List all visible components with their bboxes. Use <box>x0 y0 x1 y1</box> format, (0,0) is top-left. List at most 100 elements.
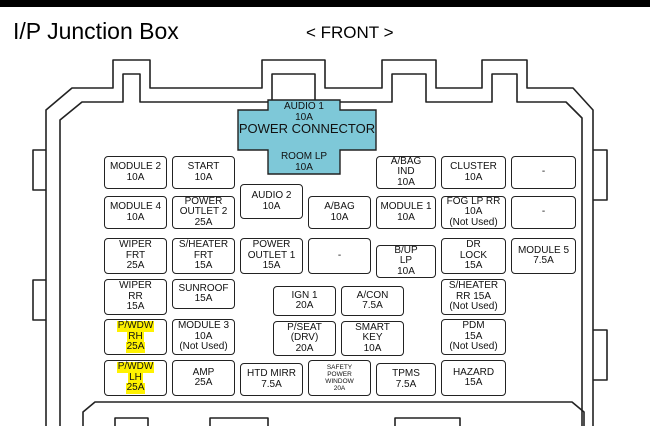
fuse-label-line: CLUSTER <box>450 161 497 172</box>
fuse-label-line: 10A <box>126 171 145 183</box>
fuse-label-line: 10A <box>194 171 213 183</box>
fuse-label-line: LOCK <box>459 249 488 261</box>
fuse-label-line: - <box>541 206 546 218</box>
fuse-label-line: 15A <box>262 260 281 272</box>
fuse-label-line: POWER <box>184 196 223 207</box>
fuse-label-line: FOG LP RR <box>446 196 501 207</box>
fuse-label-line: 15A <box>194 260 213 272</box>
fuse-blank-3: - <box>308 238 371 274</box>
fuse-label-line: AUDIO 2 <box>251 190 292 201</box>
fuse-label-line: KEY <box>362 332 383 344</box>
fuse-label-line: - <box>337 249 342 261</box>
fuse-label-line: 7.5A <box>533 255 554 266</box>
fuse-label-line: B/UP <box>394 245 418 256</box>
fuse-label-line: IND <box>397 166 415 178</box>
fuse-label-line: MODULE 1 <box>380 201 432 212</box>
fuse-label-line: 10A <box>363 342 382 354</box>
fuse-label-line: PDM <box>462 320 485 332</box>
fuse-label-line: P/WDW <box>116 320 155 332</box>
fuse-label-line: 20A <box>295 300 314 311</box>
fuse-label-line: 7.5A <box>362 300 383 311</box>
fuse-label-line: HTD MIRR <box>247 368 296 379</box>
fuse-label-line: WINDOW <box>325 378 354 385</box>
fuse-label-line: 7.5A <box>395 378 417 390</box>
power-connector-label: POWER CONNECTOR <box>238 121 376 136</box>
fuse-label-line: 7.5A <box>261 378 282 390</box>
fuse-label-line: 25A <box>125 341 146 353</box>
fuse-label-line: 10A <box>464 171 483 183</box>
fuse-label-line: 10A <box>397 211 415 223</box>
power-connector-bottom-label: ROOM LP 10A <box>280 151 328 173</box>
fuse-label-line: AMP <box>192 366 215 378</box>
fuse-label-line: SAFETY <box>326 363 353 371</box>
fuse-label-line: 10A <box>194 330 213 342</box>
power-connector-shape <box>237 99 377 175</box>
fuse-label-line: LH <box>128 371 143 384</box>
fuse-label-line: A/BAG <box>390 156 422 167</box>
fuse-label-line: A/BAG <box>324 201 355 212</box>
fuse-label-line: P/SEAT <box>287 321 322 333</box>
fuse-label-line: FRT <box>193 249 214 261</box>
fuse-label-line: P/WDW <box>116 361 155 373</box>
fuse-label-line: (Not Used) <box>179 341 228 353</box>
fuse-label-line: MODULE 3 <box>177 320 230 332</box>
fuse-label-line: 15A <box>464 260 483 272</box>
fuse-label-line: WIPER <box>119 280 152 292</box>
fuse-label-line: 10A <box>262 200 281 212</box>
fuse-label-line: (Not Used) <box>449 301 498 313</box>
fuse-label-line: 25A <box>194 216 213 228</box>
fuse-label-line: MODULE 4 <box>109 201 162 212</box>
fuse-label-line: S/HEATER <box>178 239 229 251</box>
fuse-label-line: SMART <box>355 321 390 333</box>
fuse-label-line: 10A <box>126 211 145 223</box>
fuse-label-line: OUTLET 1 <box>247 249 296 261</box>
fuse-label-line: RH <box>127 330 144 343</box>
fuse-label-line: POWER <box>327 370 352 378</box>
fuse-label-line: LP <box>399 255 413 267</box>
fuse-label-line: DR <box>466 239 481 251</box>
fuse-label-line: RR <box>128 290 143 302</box>
fuse-pseat-drv: P/SEAT(DRV)20A <box>273 321 336 356</box>
fuse-label-line: 15A <box>464 377 483 388</box>
power-connector-top-label: AUDIO 1 10A <box>283 101 324 123</box>
fuse-label-line: 10A <box>464 206 483 218</box>
fuse-label-line: 20A <box>333 385 346 393</box>
top-rule <box>0 0 650 7</box>
fuse-label-line: 15A <box>126 301 145 313</box>
fuse-label-line: (DRV) <box>290 332 319 344</box>
fuse-label-line: 25A <box>125 382 146 394</box>
fuse-label-line: 20A <box>295 342 314 354</box>
fuse-label-line: OUTLET 2 <box>179 206 228 218</box>
fuse-blank-2: - <box>511 196 576 229</box>
fuse-label-line: POWER <box>252 239 291 251</box>
fuse-label-line: - <box>541 166 546 178</box>
fuse-label-line: (Not Used) <box>449 216 498 228</box>
